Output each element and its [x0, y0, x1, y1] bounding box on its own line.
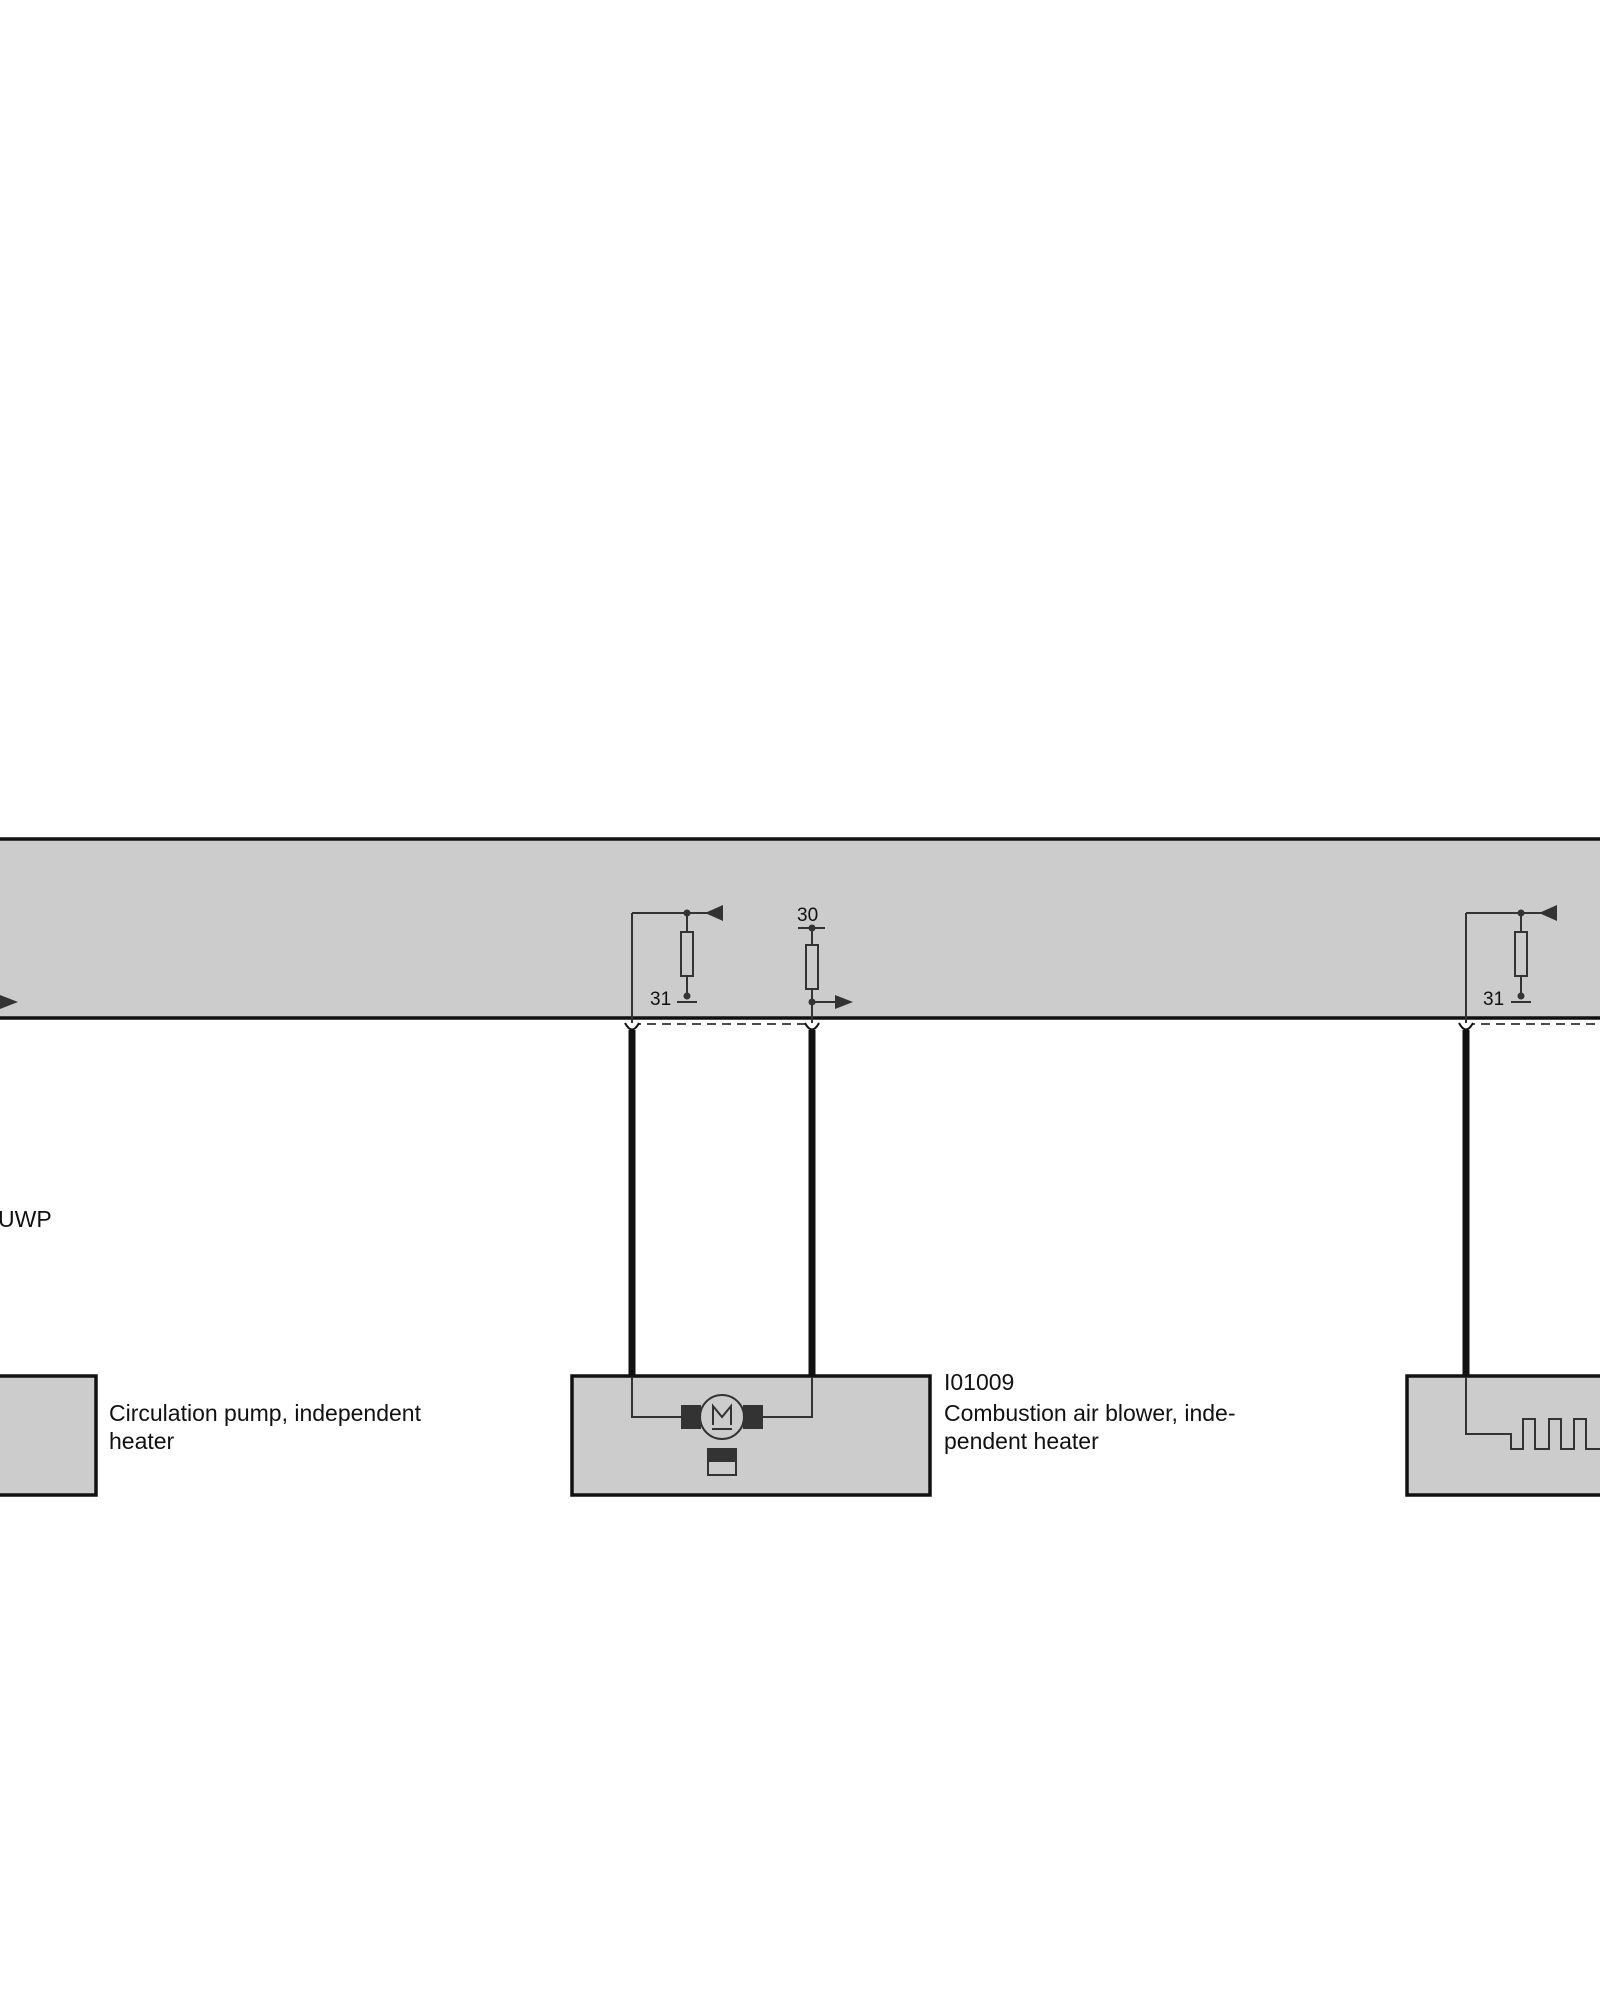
junction-dot: [1517, 909, 1525, 917]
output-arrow-icon: [0, 995, 18, 1009]
circulation-pump-box: [0, 1374, 98, 1497]
junction-dot: [808, 998, 816, 1006]
circulation-pump-label-line2: heater: [109, 1428, 175, 1454]
terminal-30-label: 30: [797, 905, 818, 926]
circulation-pump-label-line1: Circulation pump, independent: [109, 1400, 422, 1426]
junction-dot: [808, 924, 816, 932]
input-arrow-icon: [1539, 905, 1557, 921]
motor-icon: [631, 1377, 813, 1476]
output-arrow-icon: [835, 995, 853, 1009]
terminal-31-right-label: 31: [1483, 989, 1504, 1010]
ground-dot: [1517, 992, 1525, 1000]
combustion-air-blower-box: [570, 1374, 932, 1497]
combustion-air-blower-id: I01009: [944, 1369, 1014, 1395]
glow-element-icon: [1465, 1377, 1600, 1450]
right-pullup-circuit: [1465, 912, 1554, 1023]
control-unit-partial-label: UWP: [0, 1206, 52, 1232]
terminal-31-left-label: 31: [650, 989, 671, 1010]
connector-pins: [624, 1022, 1474, 1031]
combustion-air-blower-label-line1: Combustion air blower, inde-: [944, 1400, 1235, 1426]
glow-element-box: [1405, 1374, 1600, 1497]
junction-dot: [683, 909, 691, 917]
combustion-air-blower-label-line2: pendent heater: [944, 1428, 1099, 1454]
input-arrow-icon: [705, 905, 723, 921]
ground-dot: [683, 992, 691, 1000]
wire-harness: [628, 1030, 1470, 1377]
